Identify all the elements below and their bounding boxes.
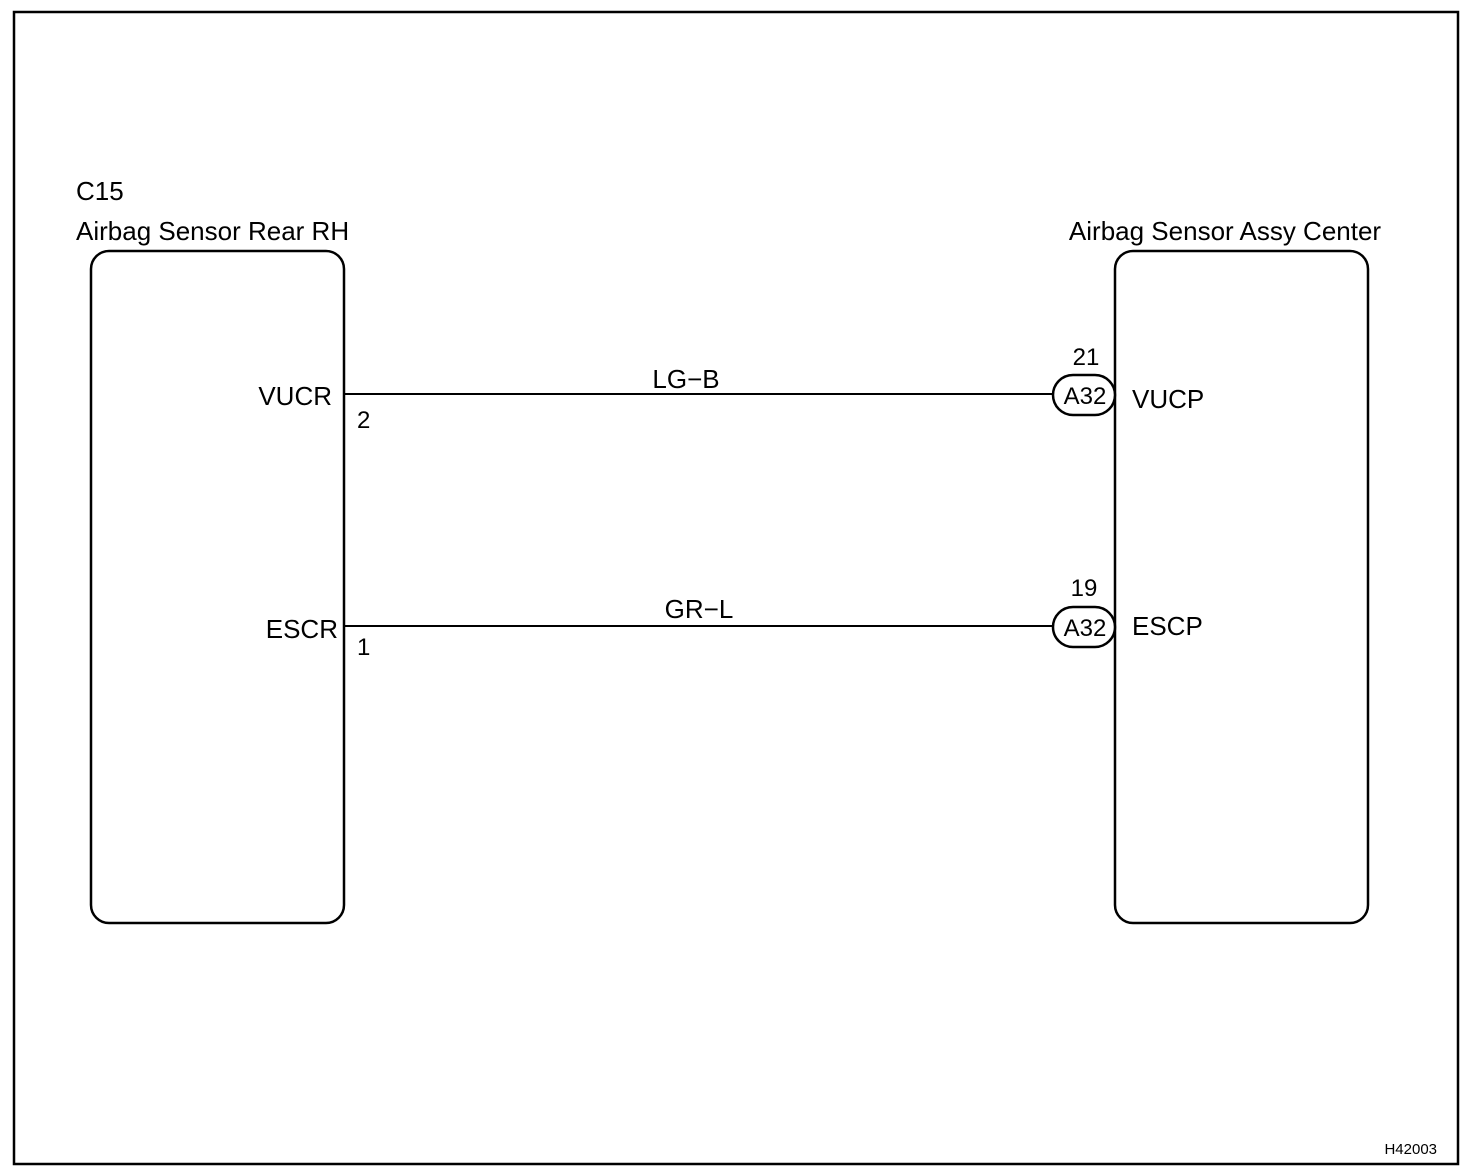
- connector-label: A32: [1064, 615, 1107, 642]
- wire-color-label: LG−B: [652, 364, 719, 394]
- connector-oval: [1051, 373, 1117, 417]
- left-component-box: [89, 249, 346, 925]
- right-pin-number: 21: [1073, 344, 1100, 371]
- right-terminal-label: ESCP: [1132, 611, 1203, 641]
- drawing-code: H42003: [1384, 1141, 1437, 1158]
- left-component-code: C15: [76, 176, 124, 206]
- right-pin-number: 19: [1071, 575, 1098, 602]
- left-terminal-label: ESCR: [266, 614, 338, 644]
- left-component-name: Airbag Sensor Rear RH: [76, 216, 349, 246]
- connector-oval: [1051, 605, 1117, 649]
- right-component-name: Airbag Sensor Assy Center: [1069, 216, 1381, 246]
- connector-label: A32: [1064, 383, 1107, 410]
- left-terminal-label: VUCR: [258, 381, 332, 411]
- circuit-vucr-vucp: VUCR 2 LG−B 21 A32 VUCP: [258, 344, 1204, 434]
- right-terminal-label: VUCP: [1132, 384, 1204, 414]
- diagram-frame: [12, 10, 1460, 1166]
- circuit-escr-escp: ESCR 1 GR−L 19 A32 ESCP: [266, 575, 1203, 661]
- left-pin-number: 2: [357, 407, 370, 434]
- wire-color-label: GR−L: [665, 594, 734, 624]
- right-component-box: [1113, 249, 1370, 925]
- left-pin-number: 1: [357, 634, 370, 661]
